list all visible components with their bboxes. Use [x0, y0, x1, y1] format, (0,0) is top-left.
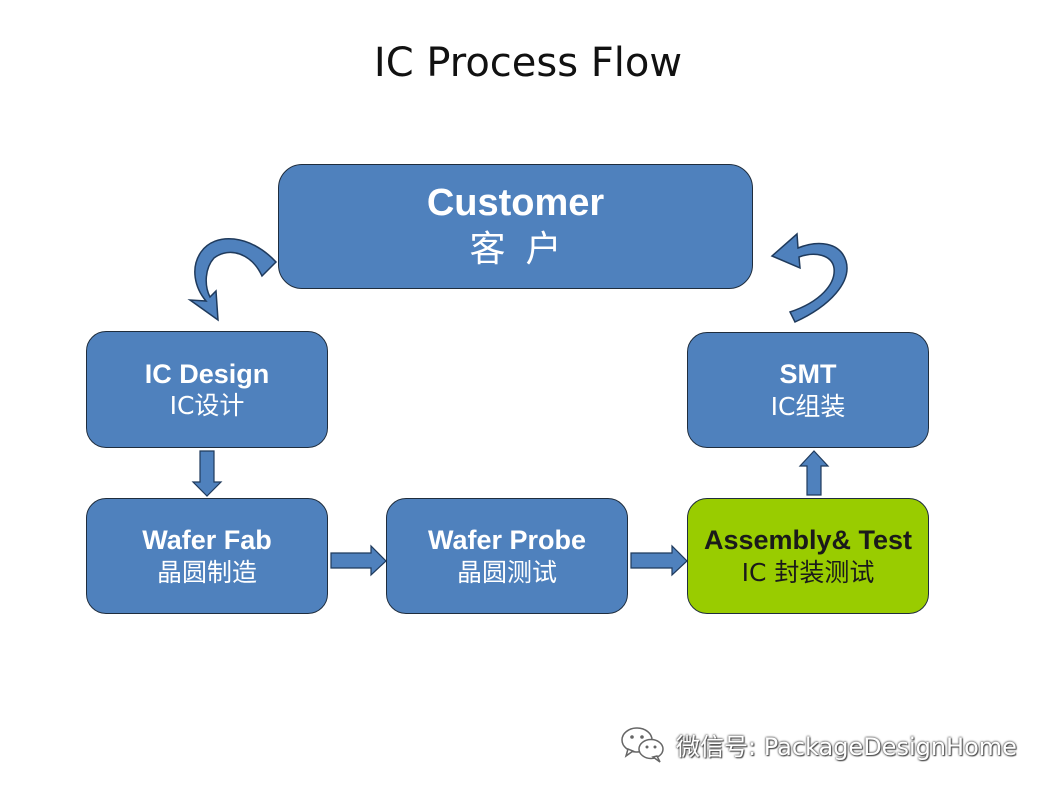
node-customer: Customer 客户: [278, 164, 753, 289]
watermark-text: 微信号: PackageDesignHome: [676, 732, 1017, 761]
node-wafer-probe-zh: 晶圆测试: [456, 557, 557, 587]
node-customer-zh: 客户: [469, 228, 582, 270]
node-smt-en: SMT: [779, 359, 837, 390]
node-ic-design-en: IC Design: [144, 358, 270, 389]
node-wafer-fab-zh: 晶圆制造: [156, 557, 257, 587]
wechat-icon: [621, 727, 664, 763]
arrow-assembly-to-smt: [798, 450, 830, 496]
node-ic-design-zh: IC设计: [169, 391, 245, 421]
curved-arrow-smt-to-customer: [770, 232, 848, 323]
arrow-wafer-probe-to-assembly: [630, 544, 688, 577]
node-wafer-probe-en: Wafer Probe: [427, 525, 587, 556]
node-assembly-test-en: Assembly& Test: [703, 525, 913, 556]
curved-arrow-customer-to-ic-design: [187, 238, 278, 322]
node-smt: SMT IC组装: [687, 332, 929, 448]
node-customer-en: Customer: [426, 182, 605, 225]
node-wafer-fab-en: Wafer Fab: [142, 525, 272, 556]
node-wafer-probe: Wafer Probe 晶圆测试: [386, 498, 628, 614]
watermark: 微信号: PackageDesignHome: [620, 722, 1017, 766]
node-smt-zh: IC组装: [770, 391, 846, 421]
node-assembly-test-zh: IC 封装测试: [741, 557, 875, 587]
node-assembly-test: Assembly& Test IC 封装测试: [687, 498, 929, 614]
arrow-wafer-fab-to-wafer-probe: [330, 544, 387, 577]
node-wafer-fab: Wafer Fab 晶圆制造: [86, 498, 328, 614]
node-ic-design: IC Design IC设计: [86, 331, 328, 448]
arrow-ic-design-to-wafer-fab: [191, 450, 223, 497]
page-title: IC Process Flow: [373, 40, 683, 86]
